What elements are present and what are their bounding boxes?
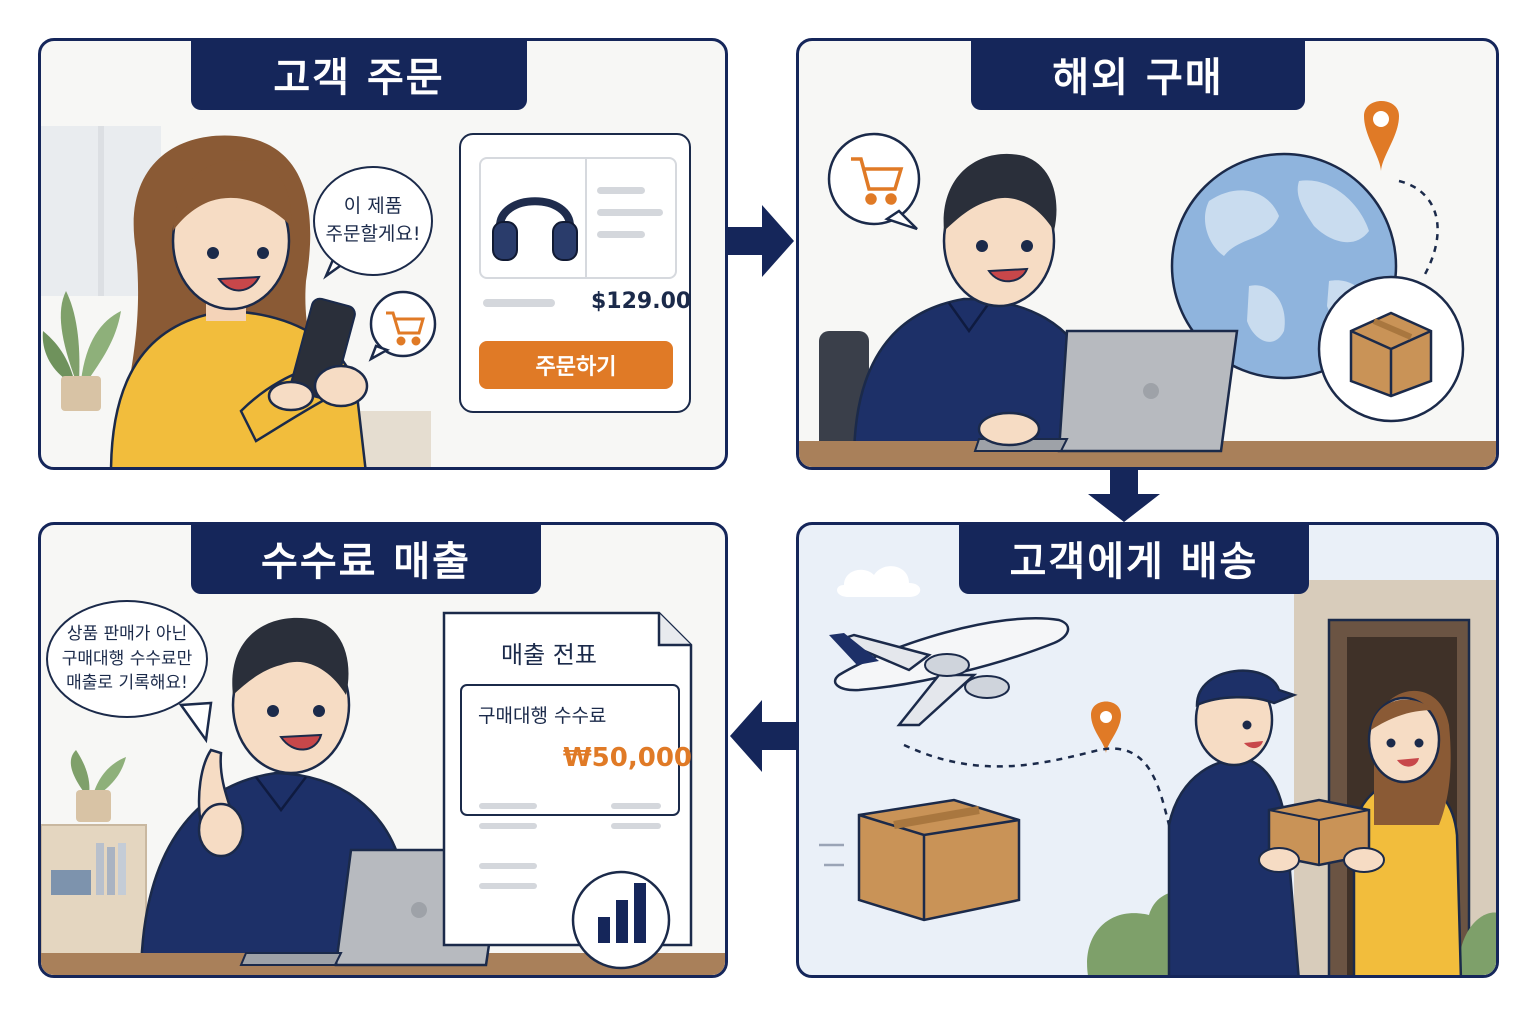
headphones-icon [492,197,578,261]
customer-order-scene [41,126,437,467]
panel-title: 수수료 매출 [191,525,541,594]
location-pin-icon [1364,101,1399,171]
customer-delivery-scene [819,566,1496,975]
product-card: $129.00 주문하기 [459,133,691,413]
arrow-right-icon [728,205,794,277]
panel-title: 해외 구매 [971,41,1305,110]
plant-icon [70,750,126,822]
fee-amount: ₩50,000 [563,743,693,773]
cart-icon [386,311,425,346]
package-bubble [1317,275,1465,423]
overseas-purchase-scene [799,101,1496,467]
cart-icon [851,157,904,205]
package-icon [819,798,1021,922]
arrow-left-icon [730,700,796,772]
airplane-icon [829,617,1070,727]
speech-line: 이 제품 [343,195,403,218]
cart-bubble [827,132,921,231]
fee-revenue-scene [41,611,725,975]
speech-line: 매출로 기록해요! [66,673,188,694]
speech-line: 주문할게요! [325,223,421,245]
location-pin-icon [1091,701,1121,753]
speech-line: 상품 판매가 아닌 [66,624,188,645]
bar-chart-icon [571,870,671,970]
document-title: 매출 전표 [501,641,597,669]
panel-title: 고객 주문 [191,41,527,110]
panel-overseas-purchase: 해외 구매 [796,38,1499,470]
product-image-frame [479,157,677,279]
package-icon [1349,311,1433,398]
panel-fee-revenue: 수수료 매출 상품 판매가 아닌 구매대행 수수료만 매출로 기록해요! 매출 … [38,522,728,978]
cart-bubble [368,290,437,362]
arrow-down-icon [1088,470,1160,522]
speech-bubble: 상품 판매가 아닌 구매대행 수수료만 매출로 기록해요! [46,600,208,718]
speech-line: 구매대행 수수료만 [61,648,193,669]
fee-label: 구매대행 수수료 [478,705,607,727]
panel-customer-delivery: 고객에게 배송 [796,522,1499,978]
product-price: $129.00 [591,289,692,314]
order-button[interactable]: 주문하기 [479,341,673,389]
panel-title: 고객에게 배송 [959,525,1309,594]
plant-icon [42,291,121,411]
